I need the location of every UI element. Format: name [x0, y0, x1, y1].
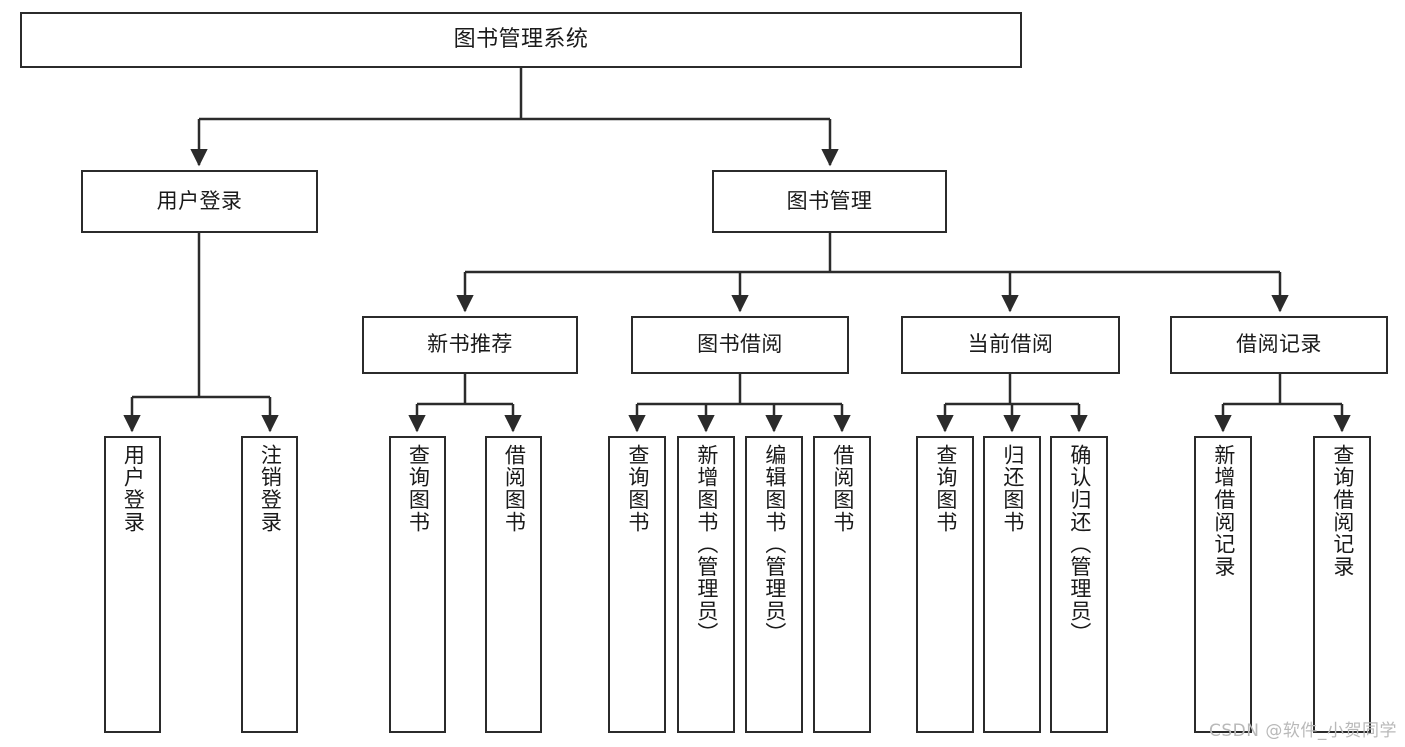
node-label: 当前借阅	[967, 332, 1054, 357]
node-label: 新增图书（管理员）	[694, 444, 719, 645]
node-label: 查询图书	[625, 444, 650, 534]
node-label: 图书借阅	[697, 332, 783, 357]
node-label: 编辑图书（管理员）	[762, 444, 787, 645]
node-leaf-logout-login[interactable]: 注销登录	[241, 436, 298, 733]
node-label: 用户登录	[121, 444, 146, 534]
node-label: 确认归还（管理员）	[1067, 444, 1092, 645]
node-leaf-borrow-book-2[interactable]: 借阅图书	[813, 436, 871, 733]
node-leaf-return-book[interactable]: 归还图书	[983, 436, 1041, 733]
node-label: 查询借阅记录	[1330, 444, 1355, 578]
node-leaf-add-record[interactable]: 新增借阅记录	[1194, 436, 1252, 733]
node-label: 借阅图书	[502, 444, 527, 534]
node-leaf-query-record[interactable]: 查询借阅记录	[1313, 436, 1371, 733]
node-label: 借阅记录	[1236, 332, 1322, 357]
node-leaf-user-login[interactable]: 用户登录	[104, 436, 161, 733]
node-leaf-query-book-2[interactable]: 查询图书	[608, 436, 666, 733]
node-label: 图书管理系统	[453, 26, 589, 52]
node-leaf-query-book-1[interactable]: 查询图书	[389, 436, 446, 733]
node-root-book-management-system[interactable]: 图书管理系统	[20, 12, 1022, 68]
node-label: 查询图书	[933, 444, 958, 534]
node-label: 归还图书	[1000, 444, 1025, 534]
node-book-management[interactable]: 图书管理	[712, 170, 947, 233]
node-label: 图书管理	[786, 188, 873, 213]
node-current-borrow[interactable]: 当前借阅	[901, 316, 1120, 374]
node-label: 新书推荐	[427, 332, 513, 357]
node-leaf-edit-book[interactable]: 编辑图书（管理员）	[745, 436, 803, 733]
node-borrow-record[interactable]: 借阅记录	[1170, 316, 1388, 374]
node-label: 查询图书	[406, 444, 431, 534]
node-user-login[interactable]: 用户登录	[81, 170, 318, 233]
node-leaf-add-book[interactable]: 新增图书（管理员）	[677, 436, 735, 733]
node-leaf-query-book-3[interactable]: 查询图书	[916, 436, 974, 733]
node-leaf-confirm-return[interactable]: 确认归还（管理员）	[1050, 436, 1108, 733]
node-label: 借阅图书	[830, 444, 855, 534]
node-label: 新增借阅记录	[1211, 444, 1236, 578]
watermark: CSDN @软件_小贺同学	[1208, 721, 1397, 741]
node-label: 用户登录	[156, 188, 243, 213]
node-new-book-recommend[interactable]: 新书推荐	[362, 316, 578, 374]
node-book-borrow[interactable]: 图书借阅	[631, 316, 849, 374]
node-label: 注销登录	[258, 444, 283, 534]
node-leaf-borrow-book-1[interactable]: 借阅图书	[485, 436, 542, 733]
